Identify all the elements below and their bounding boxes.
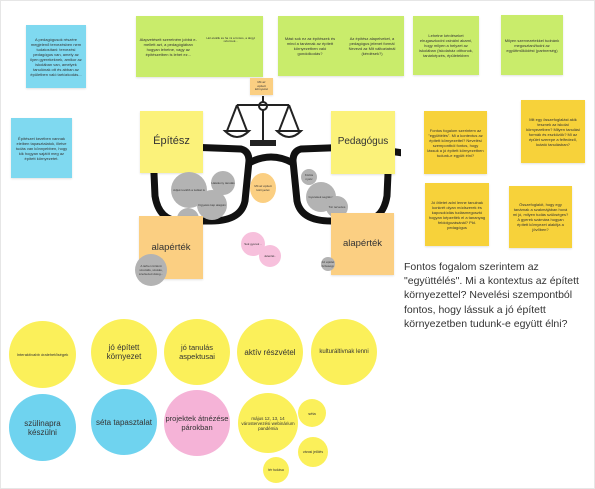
note-text: Adjuk tovább a tudást is bbox=[173, 188, 205, 192]
note-text: Lehetne kérdéseket elrugaszkodni csináln… bbox=[419, 33, 473, 58]
note-text: Alapvetéseit szeretném jobbá e-mellett a… bbox=[139, 36, 197, 57]
sticky-note-educator[interactable]: Pedagógus bbox=[331, 111, 395, 174]
sticky-note-blue[interactable]: A pedagógusok részére megjelenő tervezés… bbox=[26, 25, 86, 88]
note-text: A pedagógusok részére megjelenő tervezés… bbox=[30, 36, 82, 77]
note-text: Figyelés kép alapján bbox=[198, 203, 226, 207]
circle-label: séta tapasztalat bbox=[95, 417, 153, 427]
note-text: A térben történő szociális, szokás, szer… bbox=[138, 264, 164, 276]
note-text: Jó ötletet adni lenne tanulnak konkrét o… bbox=[428, 199, 486, 230]
note-text: Mást sok ez az építészek és mind a tanár… bbox=[284, 36, 336, 56]
sticky-note-green[interactable]: Alapvetéseit szeretném jobbá e-mellett a… bbox=[136, 16, 263, 77]
circle-label: kulturáltivnak lenni bbox=[319, 349, 369, 355]
grey-note[interactable]: Hatékony tanulás bbox=[211, 171, 235, 195]
note-text: Hatékony tanulás bbox=[211, 181, 235, 185]
circle-label: május 12, 13, 14 várostervezési webinári… bbox=[241, 415, 295, 431]
circle-label: aktív részvétel bbox=[244, 347, 296, 357]
sticky-note-green[interactable]: Lehetne kérdéseket elrugaszkodni csináln… bbox=[413, 16, 479, 75]
idea-circle[interactable]: szülinapra készülni bbox=[9, 394, 76, 461]
grey-note[interactable]: Tér tervezés bbox=[326, 196, 348, 218]
question-text: Fontos fogalom szerintem az "együttélés"… bbox=[404, 261, 579, 330]
educator-label: Pedagógus bbox=[337, 136, 389, 148]
grey-note[interactable]: Az épület közösségi... bbox=[321, 257, 335, 271]
grey-note[interactable]: Közös nyelv bbox=[301, 169, 317, 185]
sticky-note-default-right[interactable]: alapérték bbox=[331, 213, 394, 275]
sticky-note-green[interactable]: Milyen szervezetekkel tudnánk megosztani… bbox=[501, 15, 563, 75]
note-text: Tér tervezés bbox=[328, 205, 346, 209]
sticky-note-blue[interactable]: Építészet kezében vannak eleiben tapaszt… bbox=[11, 118, 72, 178]
idea-circle[interactable]: séta tapasztalat bbox=[91, 389, 157, 455]
balance-scale-icon bbox=[222, 96, 304, 146]
circle-label: jó tanulás aspektusai bbox=[179, 343, 215, 361]
default-label: alapérték bbox=[342, 238, 383, 250]
note-text: Mit egy összefoglalást akik tesznek az i… bbox=[526, 116, 580, 147]
grey-note[interactable]: A térben történő szociális, szokás, szer… bbox=[135, 254, 167, 286]
circle-label: projektek átnézése párokban bbox=[165, 414, 229, 432]
orange-circle-note[interactable]: Mit az épített környezet bbox=[250, 173, 276, 203]
sticky-note-yellow[interactable]: Fontos fogalom szerintem az "együttélés"… bbox=[424, 111, 487, 174]
grey-note[interactable]: Figyelés kép alapján bbox=[197, 190, 227, 220]
note-text: Milyen szervezetekkel tudnánk megosztani… bbox=[504, 37, 560, 53]
note-text: Az építész alapelveket, a pedagógus jele… bbox=[348, 36, 396, 56]
note-text: Hol elválik és ha mi a fontos, a tárgyi … bbox=[206, 35, 256, 44]
sticky-note-architect[interactable]: Építész bbox=[140, 111, 203, 173]
note-text: Mit az épített környezet bbox=[254, 184, 272, 192]
sticky-note-yellow[interactable]: Mit egy összefoglalást akik tesznek az i… bbox=[521, 100, 585, 163]
note-text: Sok gyerek .. bbox=[244, 242, 262, 246]
circle-label: séta bbox=[308, 410, 316, 416]
note-text: Mit az épített környezet bbox=[254, 79, 268, 92]
circle-label: tér tudása bbox=[268, 468, 284, 472]
idea-circle[interactable]: projektek átnézése párokban bbox=[164, 390, 230, 456]
note-text: Építészet kezében vannak eleiben tapaszt… bbox=[15, 135, 68, 161]
note-text: Az épület közösségi... bbox=[321, 260, 335, 268]
pink-note[interactable]: Jelenlét.. bbox=[259, 245, 281, 267]
circle-label: városi jelölés bbox=[302, 450, 324, 454]
idea-circle[interactable]: Interaktívabb óralehetőségek bbox=[9, 321, 76, 388]
sticky-note-green[interactable]: Mást sok ez az építészek és mind a tanár… bbox=[278, 16, 404, 76]
architect-label: Építész bbox=[153, 135, 190, 148]
note-text: Gyerekek segítése bbox=[308, 195, 334, 199]
note-text: Fontos fogalom szerintem az "együttélés"… bbox=[427, 127, 484, 158]
idea-circle[interactable]: jó tanulás aspektusai bbox=[164, 319, 230, 385]
sticky-note-yellow[interactable]: Összefoglalót, hogy egy tanárnak a szakm… bbox=[509, 186, 572, 248]
idea-circle[interactable]: május 12, 13, 14 várostervezési webinári… bbox=[238, 393, 298, 453]
default-label: alapérték bbox=[151, 241, 191, 253]
note-text: Közös nyelv bbox=[304, 173, 314, 181]
sticky-note-yellow[interactable]: Jó ötletet adni lenne tanulnak konkrét o… bbox=[425, 183, 489, 246]
idea-circle[interactable]: tér tudása bbox=[263, 457, 289, 483]
sticky-note-orange[interactable]: Mit az épített környezet bbox=[250, 78, 273, 95]
idea-circle[interactable]: séta bbox=[298, 399, 326, 427]
circle-label: jó épített környezet bbox=[106, 343, 142, 361]
idea-circle[interactable]: jó épített környezet bbox=[91, 319, 157, 385]
idea-circle[interactable]: városi jelölés bbox=[298, 437, 328, 467]
circle-label: Interaktívabb óralehetőségek bbox=[16, 352, 69, 357]
idea-circle[interactable]: kulturáltivnak lenni bbox=[311, 319, 377, 385]
circle-label: szülinapra készülni bbox=[24, 418, 61, 437]
note-text: Összefoglalót, hogy egy tanárnak a szakm… bbox=[512, 202, 569, 232]
note-text: Jelenlét.. bbox=[263, 254, 276, 258]
idea-circle[interactable]: aktív részvétel bbox=[237, 319, 303, 385]
